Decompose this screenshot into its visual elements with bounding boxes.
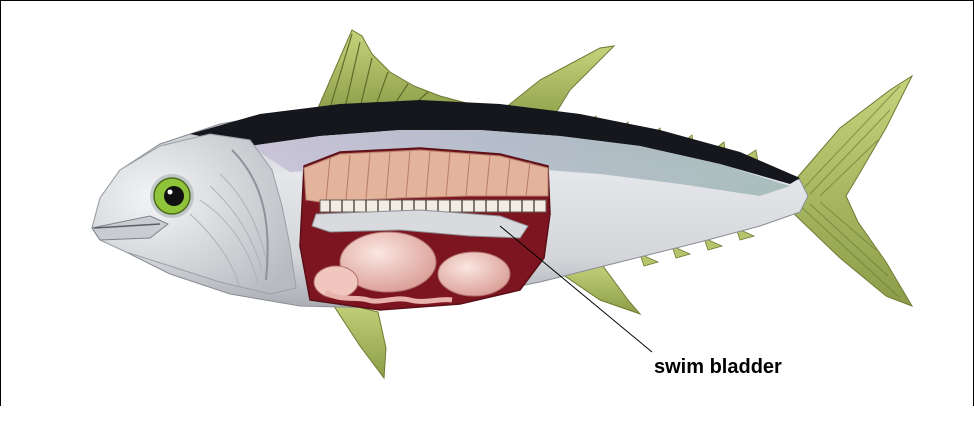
swim-bladder-label: swim bladder: [654, 356, 782, 378]
intestine-organ: [314, 266, 358, 298]
vertebral-column: [320, 200, 546, 212]
eye-pupil: [164, 186, 184, 206]
eye-highlight: [168, 190, 173, 195]
pelvic-fin: [330, 300, 386, 378]
caudal-fin: [790, 76, 912, 306]
stomach-organ: [438, 252, 510, 296]
